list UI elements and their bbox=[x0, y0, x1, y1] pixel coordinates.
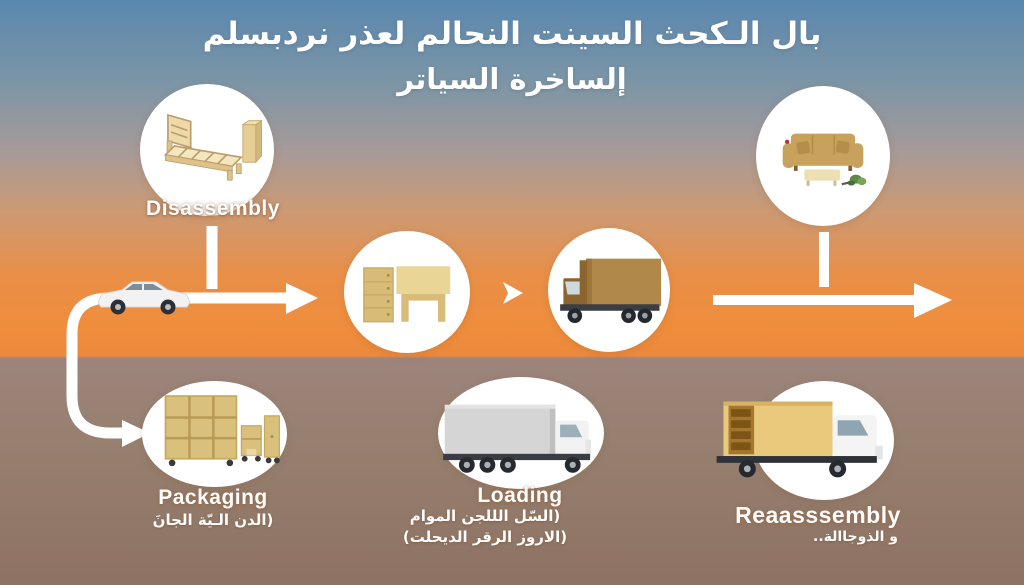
curved-flow-path bbox=[66, 292, 290, 439]
brown-truck-circle bbox=[548, 228, 670, 352]
white-box-truck-icon bbox=[443, 404, 591, 473]
small-arrow-icon bbox=[503, 282, 523, 304]
sofa-circle bbox=[756, 86, 890, 226]
loading-label: Loading bbox=[477, 484, 563, 507]
title-line-2: إلساخرة السياتر bbox=[397, 62, 627, 96]
white-car-icon bbox=[97, 281, 191, 315]
bed-and-wardrobe-icon bbox=[163, 113, 263, 181]
packaging-circle bbox=[142, 381, 287, 487]
packaging-sublabel: (الدن الـيّة الجانَ bbox=[152, 511, 274, 529]
sofa-with-ottoman-icon bbox=[782, 133, 867, 186]
disassembly-circle bbox=[140, 84, 274, 216]
loaded-moving-truck-icon bbox=[716, 401, 883, 478]
brown-box-truck-icon bbox=[560, 258, 662, 323]
reassembly-sublabel: و الذوجاالة.. bbox=[813, 529, 898, 545]
loading-sublabel-1: (السّل الللجن الموام bbox=[409, 507, 561, 525]
disassembly-label: Disassembly bbox=[146, 197, 280, 220]
reassembly-label: Reaasssembly bbox=[735, 502, 901, 528]
shelving-units-icon bbox=[164, 395, 280, 467]
loading-sublabel-2: (الاروز الرقر الديحلت) bbox=[402, 528, 568, 546]
arrowhead-right-icon bbox=[286, 283, 318, 314]
furniture-circle bbox=[344, 231, 470, 353]
arrowhead-to-packaging-icon bbox=[122, 420, 150, 447]
long-arrowhead-icon bbox=[914, 283, 952, 318]
title-line-1: بال الـكحث السينت النحالم لعذر نردبسلم bbox=[202, 16, 822, 52]
packaging-label: Packaging bbox=[158, 486, 268, 509]
dresser-and-desk-icon bbox=[363, 266, 451, 323]
